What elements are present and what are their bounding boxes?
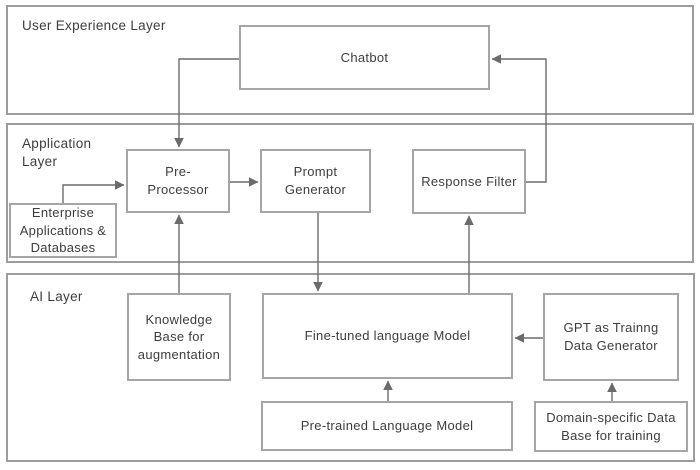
node-knowledge-base: Knowledge Base for augmentation <box>127 293 231 381</box>
node-gpt-training-data-generator: GPT as Trainng Data Generator <box>543 293 679 381</box>
user-experience-layer-label: User Experience Layer <box>22 18 166 33</box>
user-experience-layer-box <box>6 5 694 115</box>
node-pre-trained-language-model: Pre-trained Language Model <box>261 401 513 451</box>
node-response-filter: Response Filter <box>412 149 526 214</box>
ai-layer-box <box>6 273 695 462</box>
node-prompt-generator: Prompt Generator <box>260 149 371 213</box>
application-layer-box <box>6 123 694 263</box>
node-enterprise-apps-databases: Enterprise Applications & Databases <box>9 203 117 258</box>
application-layer-label: Application Layer <box>22 136 92 169</box>
ai-layer-label: AI Layer <box>30 289 83 304</box>
node-chatbot: Chatbot <box>239 25 490 90</box>
node-domain-specific-database: Domain-specific Data Base for training <box>534 401 688 452</box>
node-pre-processor: Pre- Processor <box>126 149 230 213</box>
node-fine-tuned-language-model: Fine-tuned language Model <box>262 293 513 379</box>
